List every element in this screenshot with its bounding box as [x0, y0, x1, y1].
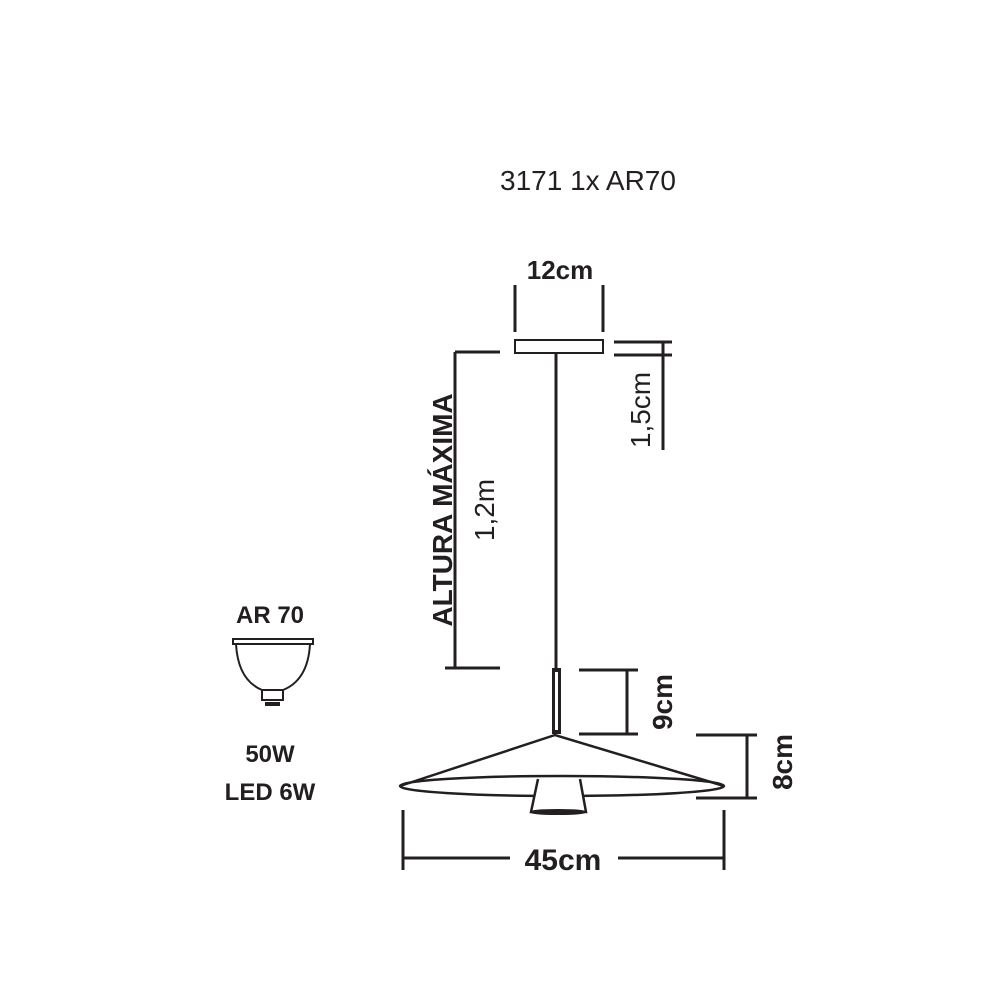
tube-length-label: 9cm: [647, 674, 678, 730]
canopy-width-dimension: 12cm: [513, 255, 605, 332]
shade-diameter-dimension: 45cm: [401, 810, 726, 877]
canopy: [514, 339, 604, 354]
max-height-label: ALTURA MÁXIMA: [427, 393, 458, 626]
canopy-height-label: 1,5cm: [625, 372, 656, 448]
shade-height-label: 8cm: [767, 734, 798, 790]
shade-height-dimension: 8cm: [696, 733, 798, 800]
canopy-width-label: 12cm: [527, 255, 594, 285]
bulb-led-power-label: LED 6W: [225, 779, 316, 806]
canopy-height-dimension: 1,5cm: [614, 340, 672, 450]
shade-diameter-label: 45cm: [525, 844, 602, 877]
diagram-title: 3171 1x AR70: [500, 165, 676, 196]
bulb-type-label: AR 70: [236, 602, 304, 629]
ar70-bulb-icon: [232, 638, 314, 706]
bulb-power-label: 50W: [245, 741, 295, 768]
bulb-info: AR 70 50W LED 6W: [225, 602, 316, 806]
tube-length-dimension: 9cm: [579, 668, 678, 736]
lamp-shade: [398, 733, 726, 815]
max-height-dimension: ALTURA MÁXIMA 1,2m: [427, 350, 500, 670]
max-height-value: 1,2m: [469, 479, 500, 541]
